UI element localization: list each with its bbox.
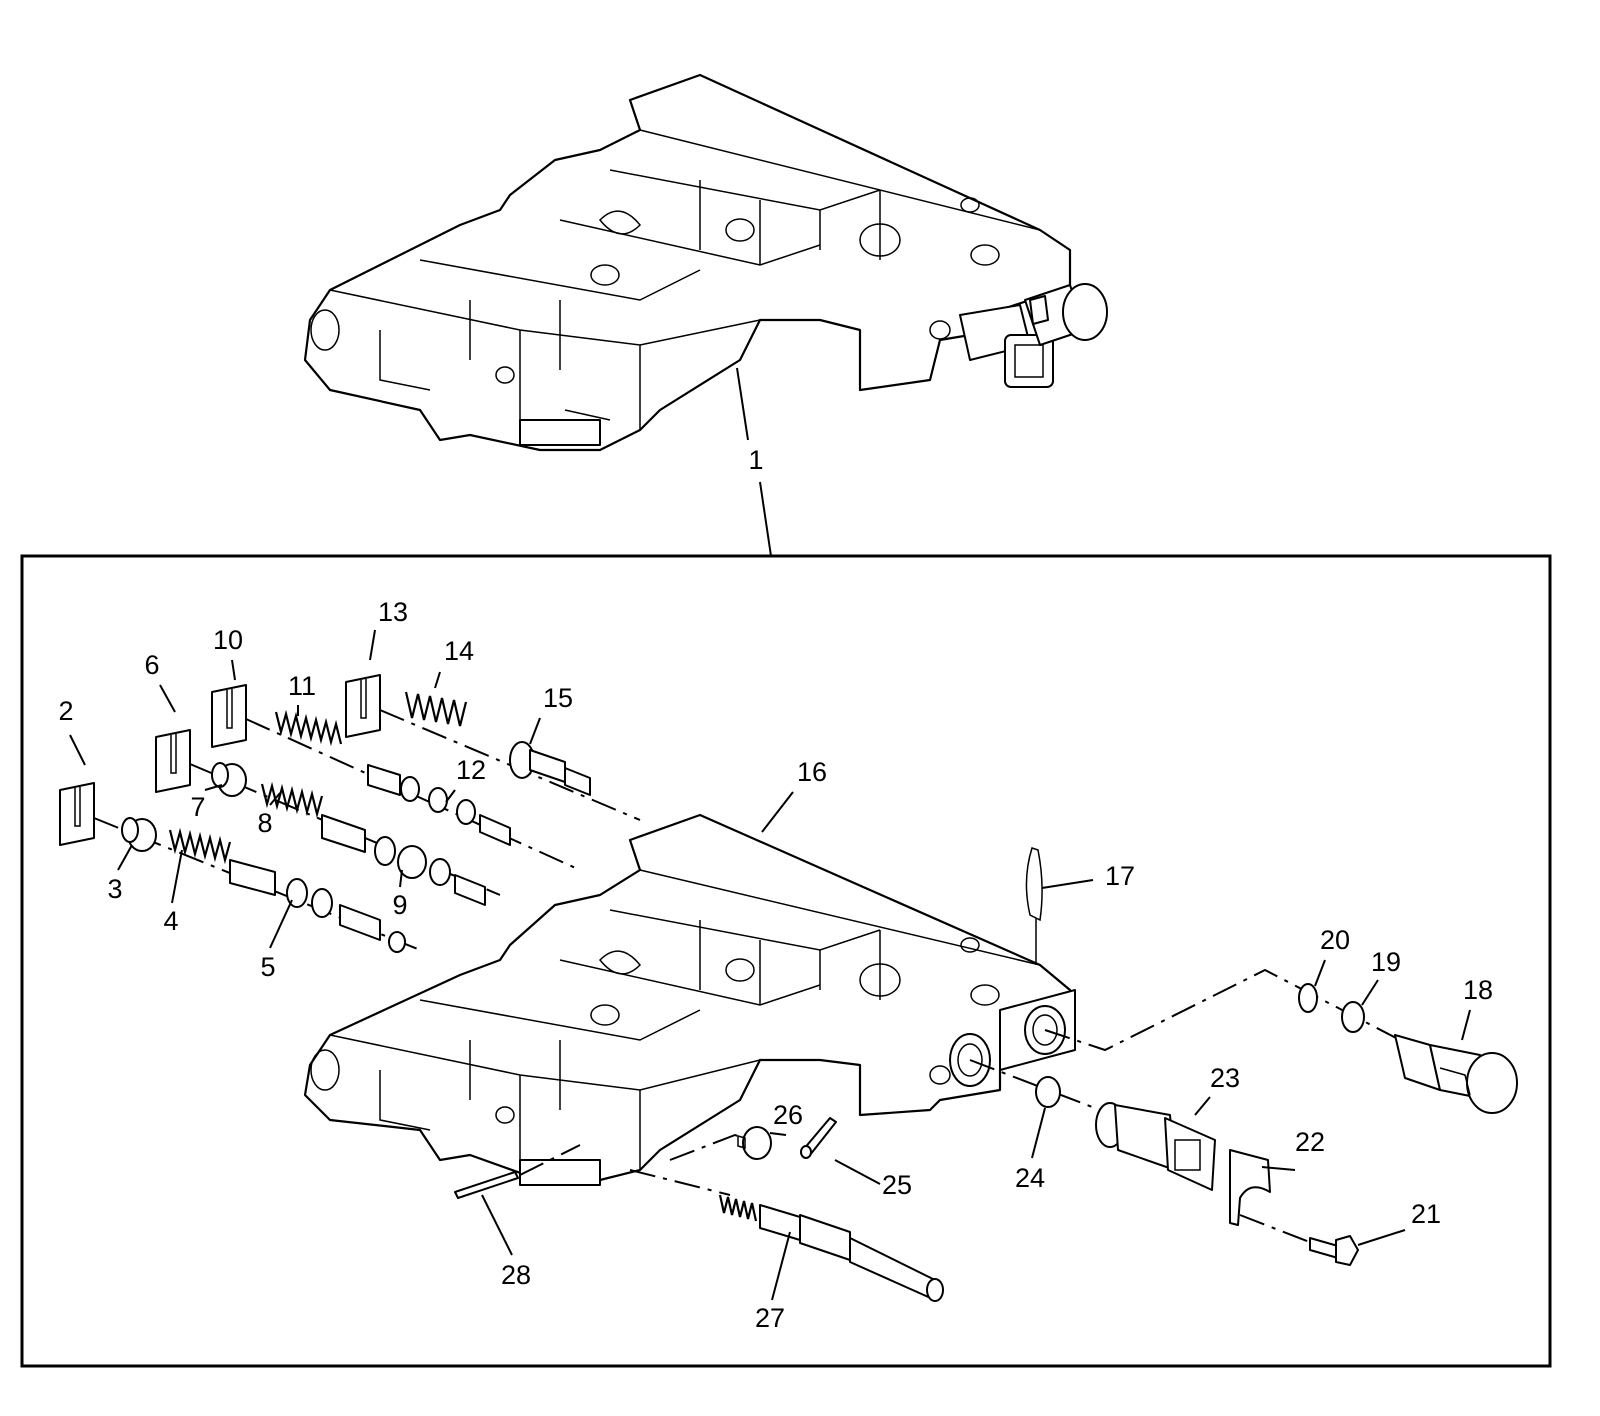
spring-11 [274, 709, 343, 747]
spring-14 [404, 691, 468, 727]
shift-solenoid-23 [1095, 1102, 1216, 1191]
bracket-22 [1229, 1149, 1271, 1226]
axis-pin-28 [519, 1144, 581, 1176]
callout-20: 20 [1320, 925, 1350, 955]
callout-10: 10 [213, 625, 243, 655]
o-ring-24 [1035, 1076, 1061, 1108]
axis-solenoid-23 [969, 1059, 1101, 1111]
bolt-21 [1309, 1235, 1359, 1266]
axis-valve-27 [629, 1169, 731, 1196]
callout-24: 24 [1015, 1163, 1045, 1193]
leader-1 [736, 367, 772, 557]
valve-5 [229, 859, 406, 953]
valve-body-casting [303, 813, 1077, 1186]
retainer-clip-6 [155, 729, 191, 793]
retainer-clip-13 [345, 674, 381, 738]
leader-lines [69, 629, 1471, 1301]
valve-body-assembly [303, 73, 1108, 452]
callout-28: 28 [501, 1260, 531, 1290]
callout-3: 3 [107, 874, 122, 904]
callout-4: 4 [163, 906, 178, 936]
valve-27 [718, 1194, 944, 1302]
callout-21: 21 [1411, 1199, 1441, 1229]
callout-23: 23 [1210, 1063, 1240, 1093]
pin-25 [800, 1117, 837, 1159]
plug-7 [211, 762, 247, 797]
callout-12: 12 [456, 755, 486, 785]
callout-8: 8 [257, 808, 272, 838]
pressure-solenoid-18 [1394, 1034, 1518, 1114]
callout-19: 19 [1371, 947, 1401, 977]
callout-9: 9 [392, 890, 407, 920]
callout-18: 18 [1463, 975, 1493, 1005]
callout-26: 26 [773, 1100, 803, 1130]
callout-14: 14 [444, 636, 474, 666]
retainer-clip-10 [211, 684, 247, 748]
valve-9 [321, 814, 486, 906]
retainer-clip-2 [59, 782, 95, 846]
plug-26 [737, 1126, 772, 1160]
callout-16: 16 [797, 757, 827, 787]
callout-11: 11 [288, 671, 316, 701]
callout-13: 13 [378, 597, 408, 627]
o-ring-19 [1341, 1001, 1365, 1033]
assembly-solenoid-b [1024, 283, 1108, 346]
valve-15 [509, 741, 591, 796]
pin-28 [454, 1171, 519, 1199]
valve-12 [367, 764, 511, 846]
callout-27: 27 [755, 1303, 785, 1333]
clip-17 [1025, 847, 1043, 965]
axis-solenoid-18 [1044, 968, 1401, 1052]
callout-15: 15 [543, 683, 573, 713]
axis-row-c [245, 718, 581, 871]
assembly-solenoid-a [959, 304, 1054, 388]
callout-17: 17 [1105, 861, 1135, 891]
callout-25: 25 [882, 1170, 912, 1200]
callout-1: 1 [748, 445, 763, 475]
plug-3 [121, 817, 157, 852]
callout-5: 5 [260, 952, 275, 982]
callout-6: 6 [144, 650, 159, 680]
spring-8 [260, 781, 324, 819]
spring-4 [168, 827, 232, 865]
o-ring-20 [1298, 983, 1318, 1013]
exploded-view-frame [20, 554, 1552, 1368]
callout-2: 2 [58, 696, 73, 726]
callout-7: 7 [190, 792, 205, 822]
callout-22: 22 [1295, 1127, 1325, 1157]
callout-labels: 2 3 4 5 6 7 8 9 10 11 12 13 14 15 16 17 … [58, 597, 1493, 1333]
